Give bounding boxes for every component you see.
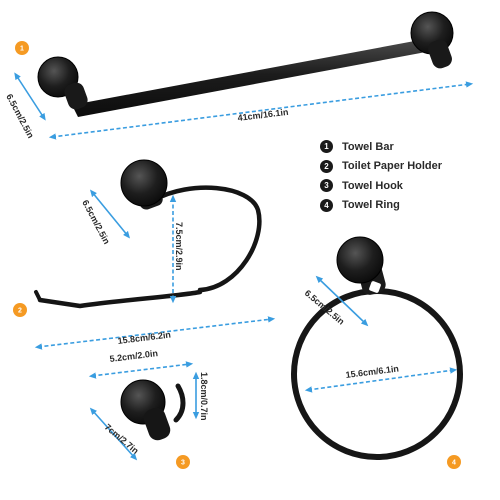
svg-text:1: 1 [20, 46, 24, 53]
svg-text:2: 2 [18, 308, 22, 315]
towel-bar-base-line [14, 72, 46, 121]
ring-base-label: 6.5cm/2.5in [303, 288, 347, 327]
ring-diameter-label: 15.6cm/6.1in [345, 364, 399, 380]
legend-label: Towel Hook [342, 179, 403, 192]
towel-bar-length-line [48, 81, 474, 140]
legend-number: 2 [320, 159, 333, 173]
product-legend: 1 Towel Bar 2 Toilet Paper Holder 3 Towe… [320, 137, 495, 215]
legend-number: 4 [320, 198, 333, 212]
hook-base-line [88, 361, 194, 379]
legend-number: 3 [320, 179, 333, 193]
ring-base-line [315, 275, 369, 327]
holder-length-line [34, 316, 276, 350]
towel-bar-illustration [37, 11, 454, 117]
legend-label: Towel Bar [342, 140, 394, 153]
svg-text:3: 3 [181, 460, 185, 467]
holder-base-line [89, 189, 131, 239]
hook-depth-label: 1.8cm/0.7in [199, 372, 209, 421]
badge-3: 3 [176, 455, 190, 469]
badge-2: 2 [13, 303, 27, 317]
legend-item-towel-hook: 3 Towel Hook [320, 176, 495, 196]
towel-bar-length-label: 41cm/16.1in [237, 107, 289, 123]
towel-hook-illustration [120, 379, 186, 441]
toilet-paper-holder-illustration [34, 159, 262, 309]
holder-length-label: 15.8cm/6.2in [117, 330, 171, 346]
holder-height-label: 7.5cm/2.9in [174, 222, 184, 271]
legend-label: Toilet Paper Holder [342, 160, 443, 173]
svg-text:4: 4 [452, 460, 456, 467]
holder-base-label: 6.5cm/2.5in [80, 198, 112, 246]
legend-label: Towel Ring [342, 199, 400, 212]
hook-length-label: 7cm/2.7in [103, 422, 141, 456]
badge-4: 4 [447, 455, 461, 469]
hook-base-label: 5.2cm/2.0in [109, 348, 158, 364]
legend-item-toilet-paper-holder: 2 Toilet Paper Holder [320, 157, 495, 177]
legend-number: 1 [320, 140, 333, 154]
ring-diameter-line [304, 367, 458, 393]
legend-item-towel-ring: 4 Towel Ring [320, 196, 495, 216]
legend-item-towel-bar: 1 Towel Bar [320, 137, 495, 157]
towel-ring-illustration [291, 236, 463, 460]
hook-length-line [89, 407, 138, 461]
badge-1: 1 [15, 41, 29, 55]
